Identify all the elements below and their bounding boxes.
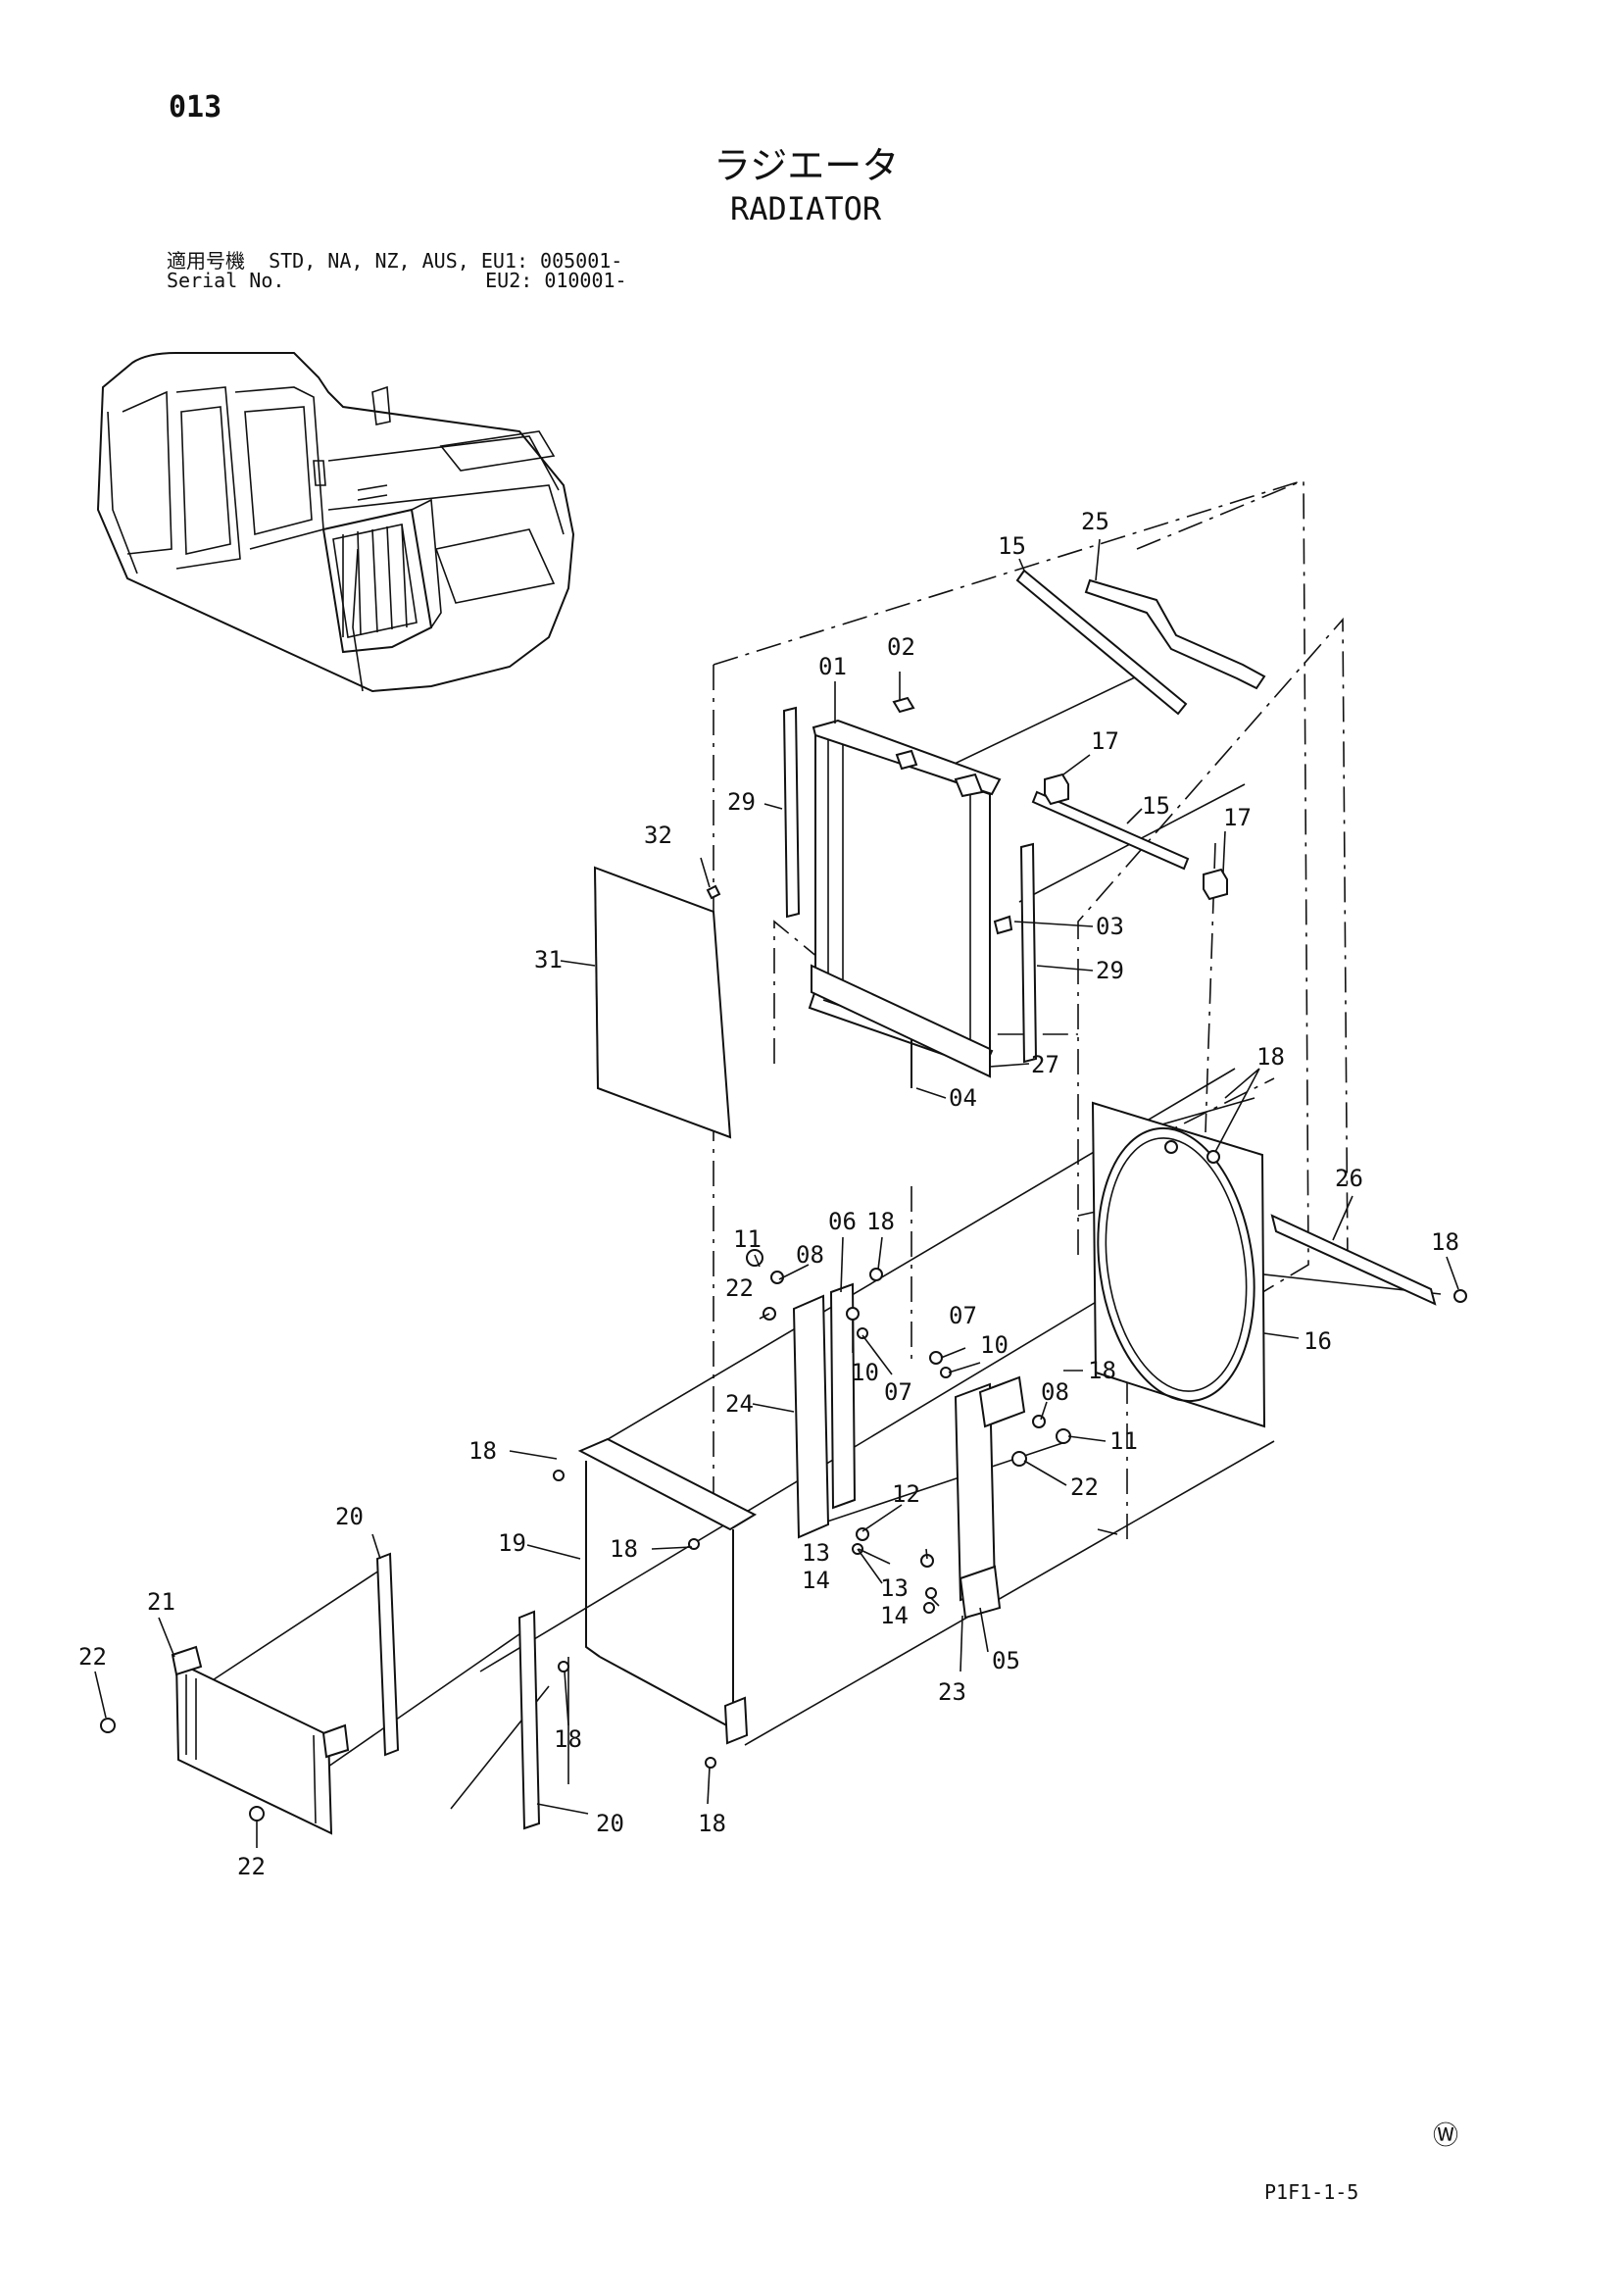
callout-22: 22 [78, 1643, 107, 1671]
part-15-seal-upper [1015, 569, 1188, 716]
callout-32: 32 [644, 822, 672, 849]
part-20-plate-bottom [517, 1610, 541, 1830]
callout-15: 15 [998, 532, 1026, 560]
callout-25: 25 [1081, 508, 1109, 535]
title-japanese: ラジエータ [714, 144, 900, 187]
serial-line-1: 適用号機 STD, NA, NZ, AUS, EU1: 005001- [167, 249, 623, 273]
callout-20: 20 [596, 1810, 624, 1837]
callout-18: 18 [1431, 1228, 1459, 1256]
part-21-oil-cooler [171, 1645, 350, 1835]
callout-07: 07 [949, 1302, 977, 1329]
leader-lines [94, 538, 1459, 1848]
callout-10: 10 [851, 1359, 879, 1386]
callout-22: 22 [725, 1274, 754, 1302]
callout-23: 23 [938, 1678, 966, 1706]
callout-17: 17 [1091, 727, 1119, 755]
callout-17: 17 [1223, 804, 1252, 831]
excavator-location-thumbnail [96, 352, 575, 693]
part-23-bracket-foot [959, 1565, 1002, 1620]
part-17-block-a [1044, 773, 1069, 806]
part-02-cap [892, 696, 915, 714]
serial-line-2: Serial No. EU2: 010001- [167, 269, 627, 292]
callout-labels: 25 15 01 02 17 15 17 29 32 31 03 29 27 0… [78, 508, 1459, 1880]
callout-02: 02 [887, 633, 915, 661]
callout-03: 03 [1096, 913, 1124, 940]
callout-16: 16 [1304, 1327, 1332, 1355]
callout-18: 18 [1088, 1357, 1116, 1384]
callout-13: 13 [880, 1574, 909, 1602]
callout-18: 18 [554, 1725, 582, 1753]
callout-21: 21 [147, 1588, 175, 1616]
part-25-upper-bracket [1084, 578, 1266, 690]
callout-14: 14 [880, 1602, 909, 1629]
callout-14: 14 [802, 1567, 830, 1594]
callout-22: 22 [237, 1853, 266, 1880]
part-20-plate-left [375, 1552, 400, 1757]
callout-11: 11 [1109, 1427, 1138, 1455]
callout-12: 12 [892, 1480, 920, 1508]
part-31-cover [593, 866, 732, 1139]
callout-29: 29 [1096, 957, 1124, 984]
callout-18: 18 [1256, 1043, 1285, 1071]
callout-08: 08 [796, 1241, 824, 1269]
part-29-strip-left [782, 706, 801, 919]
callout-27: 27 [1031, 1051, 1059, 1078]
part-06-plate [829, 1282, 857, 1510]
callout-05: 05 [992, 1647, 1020, 1674]
part-15-seal-middle [1031, 790, 1190, 871]
callout-01: 01 [818, 653, 847, 680]
title-english: RADIATOR [730, 190, 882, 227]
callout-18: 18 [698, 1810, 726, 1837]
callout-22: 22 [1070, 1473, 1099, 1501]
callout-15: 15 [1142, 792, 1170, 820]
callout-31: 31 [534, 946, 563, 973]
callout-13: 13 [802, 1539, 830, 1567]
callout-18: 18 [866, 1208, 895, 1235]
part-17-block-b [1203, 868, 1228, 901]
callout-10: 10 [980, 1331, 1009, 1359]
footer-code: P1F1-1-5 [1264, 2180, 1359, 2204]
part-27-bottom-bar [811, 964, 991, 1078]
page-number: 013 [169, 90, 222, 125]
part-19-frame [577, 1437, 758, 1745]
callout-06: 06 [828, 1208, 857, 1235]
part-16-fan-shroud [1091, 1101, 1266, 1428]
callout-20: 20 [335, 1503, 364, 1530]
callout-08: 08 [1041, 1378, 1069, 1406]
callout-18: 18 [468, 1437, 497, 1465]
part-32-bolt [706, 884, 721, 900]
part-26-stay [1270, 1214, 1437, 1306]
callout-19: 19 [498, 1529, 526, 1557]
callout-29: 29 [727, 788, 756, 816]
callout-24: 24 [725, 1390, 754, 1418]
callout-18: 18 [610, 1535, 638, 1563]
callout-07: 07 [884, 1378, 912, 1406]
part-24-left-bracket [792, 1294, 830, 1539]
part-29-strip-right [1019, 842, 1038, 1064]
callout-26: 26 [1335, 1165, 1363, 1192]
callout-11: 11 [733, 1225, 762, 1253]
callout-04: 04 [949, 1084, 977, 1112]
w-mark-icon: Ⓦ [1433, 2121, 1459, 2151]
